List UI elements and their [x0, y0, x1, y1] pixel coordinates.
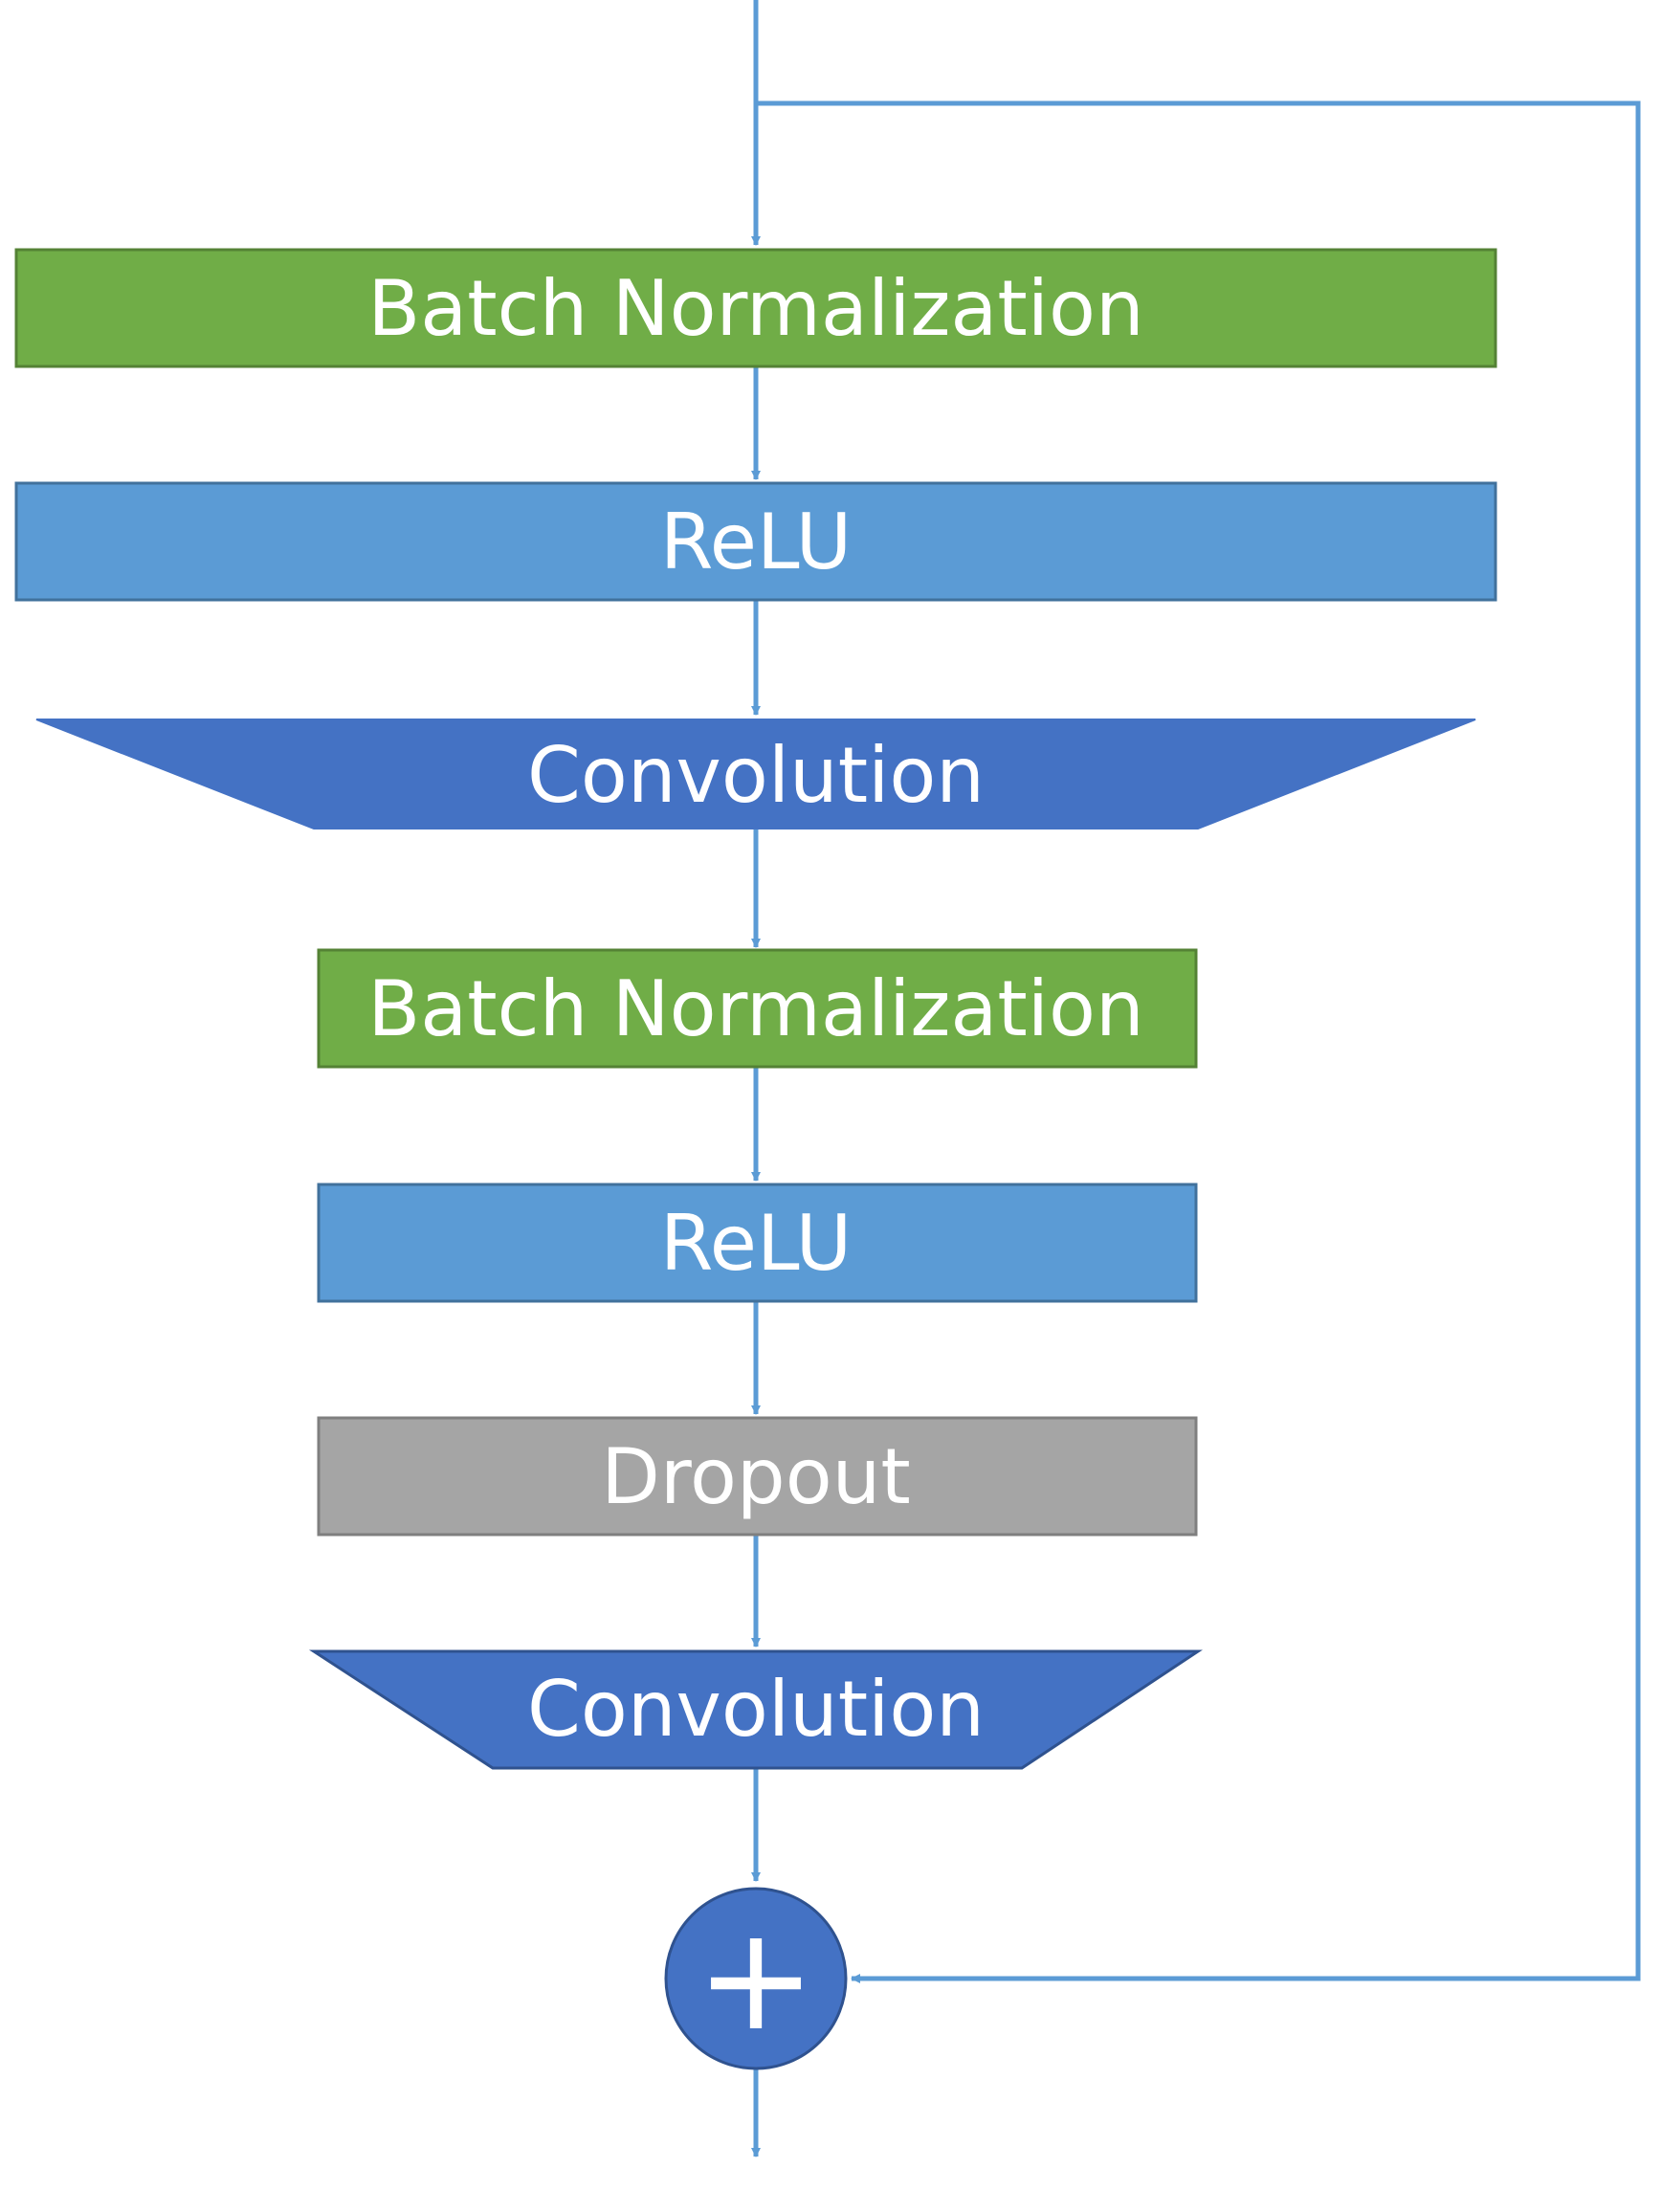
- add-node-circle: [664, 1887, 848, 2070]
- dropout-block-shape: [317, 1416, 1198, 1537]
- convolution-block-1-label: Convolution: [527, 731, 985, 820]
- skip-connection-arrow: [756, 100, 1641, 1983]
- relu-block-1-label: ReLU: [660, 498, 852, 586]
- elementwise-add-node: +: [664, 1887, 848, 2070]
- relu-block-1: ReLU: [14, 481, 1497, 602]
- connectors: [751, 0, 1641, 2157]
- batch-normalization-block-2-shape: [317, 948, 1198, 1069]
- batch-normalization-block-2: Batch Normalization: [317, 948, 1198, 1069]
- convolution-block-2-shape: [308, 1649, 1203, 1770]
- batch-normalization-block-1: Batch Normalization: [14, 248, 1497, 368]
- relu-block-1-shape: [14, 481, 1497, 602]
- convolution-block-1: Convolution: [35, 719, 1476, 830]
- convolution-block-1-shape: [35, 719, 1476, 830]
- plus-icon: +: [696, 1896, 816, 2063]
- relu-block-2-shape: [317, 1183, 1198, 1303]
- convolution-block-2: Convolution: [308, 1649, 1203, 1770]
- convolution-block-2-label: Convolution: [527, 1665, 985, 1754]
- relu-block-2-label: ReLU: [660, 1199, 852, 1288]
- relu-block-2: ReLU: [317, 1183, 1198, 1303]
- batch-normalization-block-1-shape: [14, 248, 1497, 368]
- batch-normalization-block-1-label: Batch Normalization: [367, 264, 1143, 353]
- batch-normalization-block-2-label: Batch Normalization: [367, 964, 1143, 1053]
- dropout-block-label: Dropout: [601, 1432, 910, 1521]
- dropout-block: Dropout: [317, 1416, 1198, 1537]
